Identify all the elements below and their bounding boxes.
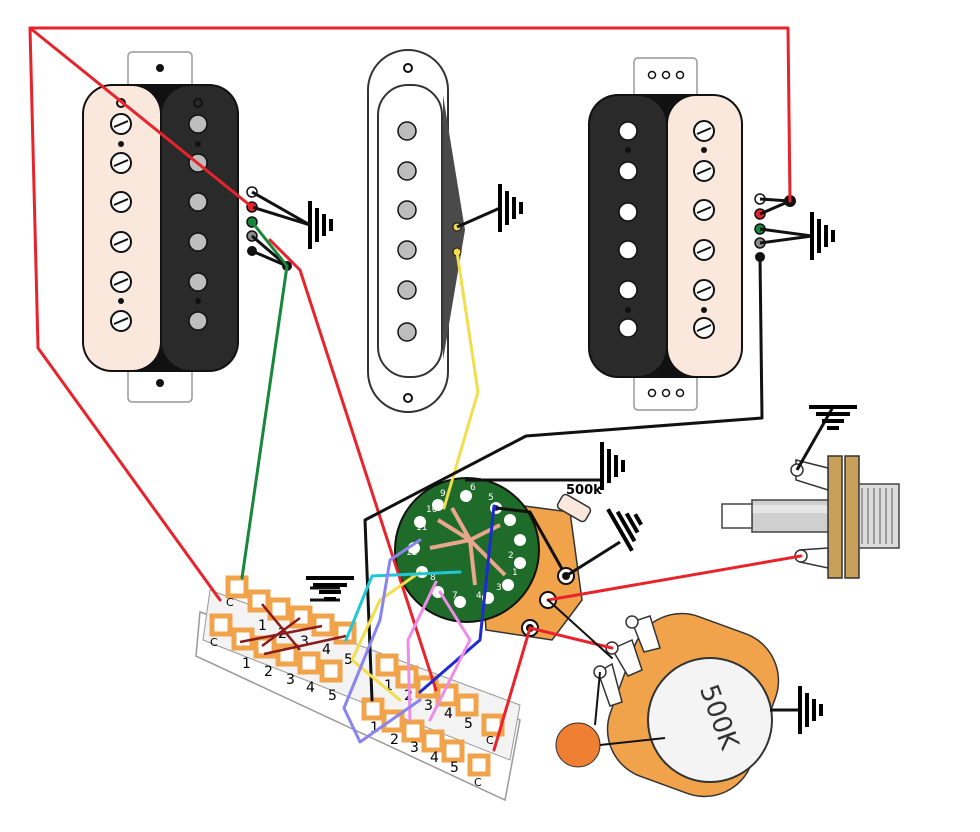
volume-pot: 500K: [555, 612, 823, 798]
red-hot-wire: [28, 26, 792, 209]
svg-text:3: 3: [286, 672, 295, 688]
bridge-black-coil: [590, 96, 666, 376]
ground-symbol-icon: [606, 496, 653, 553]
svg-text:4: 4: [306, 680, 315, 696]
middle-single-coil: [367, 49, 523, 413]
svg-text:2: 2: [508, 551, 514, 561]
svg-text:4: 4: [322, 642, 331, 658]
ground-symbol-icon: [308, 199, 333, 251]
switch-output-wire: [492, 626, 532, 752]
neck-black-coil: [162, 86, 237, 370]
svg-text:1: 1: [242, 656, 251, 672]
switch-lug-row-upper: [225, 575, 357, 645]
svg-text:3: 3: [424, 698, 433, 714]
ground-symbol-icon: [600, 440, 625, 492]
svg-text:1: 1: [258, 618, 267, 634]
output-jack: M: [721, 405, 900, 579]
svg-text:11: 11: [416, 523, 427, 533]
svg-text:C: C: [226, 596, 234, 609]
wires: [28, 26, 803, 752]
switch-lug-row-lower: [209, 613, 343, 683]
svg-text:1: 1: [512, 568, 518, 578]
svg-text:5: 5: [328, 688, 337, 704]
purple-wire: [342, 538, 422, 744]
output-red-wire: [546, 554, 803, 602]
ground-symbol-icon: [498, 182, 523, 234]
svg-text:4: 4: [430, 750, 439, 766]
svg-text:1: 1: [370, 720, 379, 736]
five-way-switch: C C 1 2 3 4 5 1 2 3 4 5 1 2 3 4 5 1 2 3 …: [195, 575, 521, 802]
neck-cream-coil: [84, 86, 160, 370]
green-wire: [240, 220, 289, 580]
svg-text:2: 2: [264, 664, 273, 680]
volume-pot-face: [647, 657, 773, 783]
yellow-wire: [442, 250, 480, 510]
svg-text:C: C: [474, 776, 482, 789]
bridge-humbucker: [588, 57, 835, 411]
svg-text:12: 12: [406, 548, 417, 558]
trim-resistor: [556, 493, 592, 523]
ground-symbol-icon: [807, 405, 859, 430]
neck-red-wire: [28, 26, 222, 602]
blue-wire: [418, 504, 496, 694]
neck-humbucker: [82, 51, 333, 403]
volume-black-wire: [547, 599, 613, 659]
svg-text:5: 5: [450, 760, 459, 776]
switch-jumpers: [239, 603, 347, 656]
svg-text:3: 3: [410, 740, 419, 756]
pink-wire: [406, 580, 438, 722]
ground-symbol-icon: [798, 684, 823, 736]
rotary-switch: 500k 1 2 3 4 5 6 7 8 9 10: [394, 440, 653, 641]
svg-text:6: 6: [470, 483, 476, 493]
svg-text:5: 5: [464, 716, 473, 732]
svg-text:3: 3: [496, 583, 502, 593]
bridge-screw-row: [693, 120, 715, 339]
neck-slug-row: [188, 98, 208, 331]
bridge-cream-coil: [668, 96, 741, 376]
tone-capacitor: [555, 722, 601, 768]
rotary-lug-numbers: 1 2 3 4 5 6 7 8 9 10 11 12: [406, 483, 518, 601]
svg-text:9: 9: [440, 489, 446, 499]
svg-text:2: 2: [390, 732, 399, 748]
svg-text:7: 7: [452, 591, 458, 601]
switch-lug-row-right-lower: [361, 697, 491, 777]
svg-text:1: 1: [384, 678, 393, 694]
svg-text:C: C: [486, 734, 494, 747]
cyan-wire: [344, 570, 462, 642]
pink-wire-2: [428, 590, 472, 722]
svg-text:5: 5: [488, 493, 494, 503]
ground-symbol-icon: [810, 210, 835, 262]
svg-text:10: 10: [426, 505, 438, 515]
svg-text:4: 4: [444, 706, 453, 722]
svg-text:4: 4: [476, 591, 482, 601]
yellow-switch-wire: [350, 570, 422, 702]
black-wire: [363, 255, 764, 702]
svg-text:8: 8: [430, 573, 436, 583]
trim-pot-label: 500k: [566, 483, 602, 498]
svg-text:C: C: [210, 636, 218, 649]
svg-text:3: 3: [300, 634, 309, 650]
svg-text:5: 5: [344, 652, 353, 668]
bridge-slug-row: [618, 121, 638, 338]
red-neck-wire: [268, 238, 438, 692]
